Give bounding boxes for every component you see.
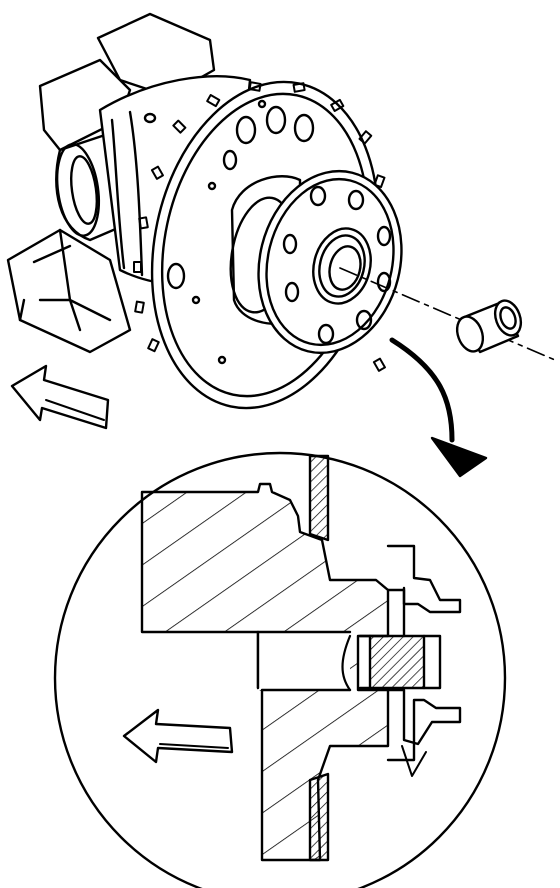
section-direction-arrow [122,708,234,764]
center-axis-line [339,267,556,361]
crankshaft-flange [229,169,403,355]
pilot-bushing [455,299,523,354]
install-direction-arrow [10,364,110,430]
detail-callout-arrow [389,337,488,478]
crankshaft-counterweight [6,12,216,354]
cross-section-detail [53,451,507,888]
